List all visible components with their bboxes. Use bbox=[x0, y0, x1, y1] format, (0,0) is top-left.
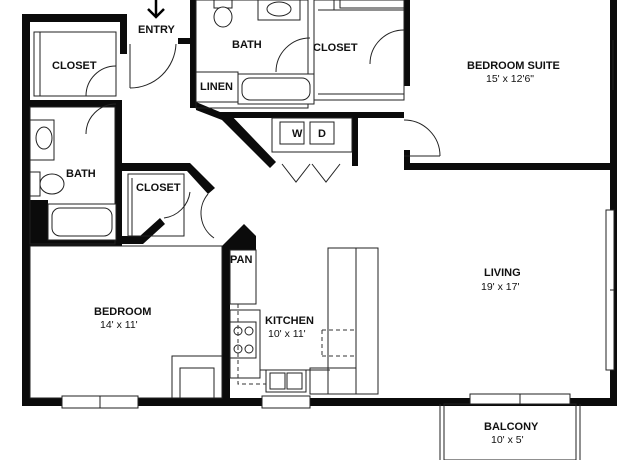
room-label-closet: CLOSET bbox=[136, 182, 181, 194]
laundry-outline bbox=[271, 117, 353, 153]
window bbox=[261, 395, 311, 409]
dryer-label: D bbox=[318, 128, 326, 140]
wall bbox=[22, 200, 48, 242]
suite-door-swing bbox=[403, 119, 441, 157]
kitchen-sink-icon bbox=[265, 369, 307, 393]
toilet-icon bbox=[29, 171, 65, 197]
room-dims-bedroom: 14' x 11' bbox=[100, 319, 138, 331]
sink-icon bbox=[29, 119, 55, 161]
wall bbox=[352, 112, 358, 166]
wall bbox=[404, 163, 616, 170]
wall bbox=[404, 0, 410, 86]
door-swing bbox=[200, 193, 215, 239]
room-label-bedroom: BEDROOM bbox=[94, 306, 151, 318]
wall bbox=[196, 102, 276, 168]
wall bbox=[178, 38, 196, 44]
wall bbox=[115, 100, 122, 244]
closet-top-outline bbox=[313, 0, 405, 101]
bathtub-icon bbox=[237, 73, 315, 105]
room-label-bedroom-suite: BEDROOM SUITE bbox=[467, 60, 560, 72]
door-swing bbox=[163, 191, 191, 219]
room-label-pantry: PAN bbox=[230, 254, 252, 266]
wall bbox=[22, 14, 122, 22]
wall bbox=[22, 398, 472, 406]
dryer-box bbox=[309, 121, 335, 145]
closet-outline bbox=[33, 31, 117, 97]
room-label-bath: BATH bbox=[232, 39, 262, 51]
room-label-living: LIVING bbox=[484, 267, 521, 279]
balcony-outline bbox=[443, 403, 577, 460]
washer-label: W bbox=[292, 128, 303, 140]
room-label-kitchen: KITCHEN bbox=[265, 315, 314, 327]
door-swing bbox=[275, 37, 311, 73]
bath-top-outline bbox=[195, 0, 309, 109]
sink-icon bbox=[257, 0, 301, 21]
laundry-door bbox=[311, 163, 341, 183]
pantry-outline bbox=[229, 249, 257, 305]
toilet-icon bbox=[213, 0, 233, 28]
wall bbox=[22, 100, 122, 107]
wall bbox=[115, 218, 165, 244]
wall bbox=[404, 150, 410, 170]
entry-door-swing[interactable] bbox=[129, 43, 177, 89]
wall bbox=[222, 224, 256, 398]
washer-box bbox=[279, 121, 305, 145]
room-dims-balcony: 10' x 5' bbox=[491, 434, 524, 446]
stove-icon bbox=[229, 321, 257, 359]
wall bbox=[115, 163, 215, 194]
wall bbox=[222, 112, 404, 118]
wall bbox=[190, 0, 196, 108]
arrow-down-icon bbox=[147, 0, 165, 19]
wall bbox=[22, 240, 122, 246]
room-label-linen: LINEN bbox=[200, 81, 233, 93]
room-label-balcony: BALCONY bbox=[484, 421, 539, 433]
laundry-door bbox=[281, 163, 311, 183]
room-label-bath: BATH bbox=[66, 168, 96, 180]
room-label-closet: CLOSET bbox=[313, 42, 358, 54]
closet-mid-outline bbox=[127, 173, 185, 237]
door-swing bbox=[85, 65, 117, 97]
wall bbox=[120, 14, 127, 54]
room-label-closet: CLOSET bbox=[52, 60, 97, 72]
room-dims-bedroom-suite: 15' x 12'6" bbox=[486, 73, 534, 85]
island bbox=[327, 247, 357, 395]
door-swing bbox=[85, 103, 117, 135]
room-label-entry: ENTRY bbox=[138, 24, 176, 36]
linen-outline bbox=[195, 71, 239, 103]
room-dims-living: 19' x 17' bbox=[481, 281, 519, 293]
bathtub-icon bbox=[47, 203, 117, 241]
room-dims-kitchen: 10' x 11' bbox=[268, 328, 306, 340]
door-swing bbox=[369, 29, 405, 65]
